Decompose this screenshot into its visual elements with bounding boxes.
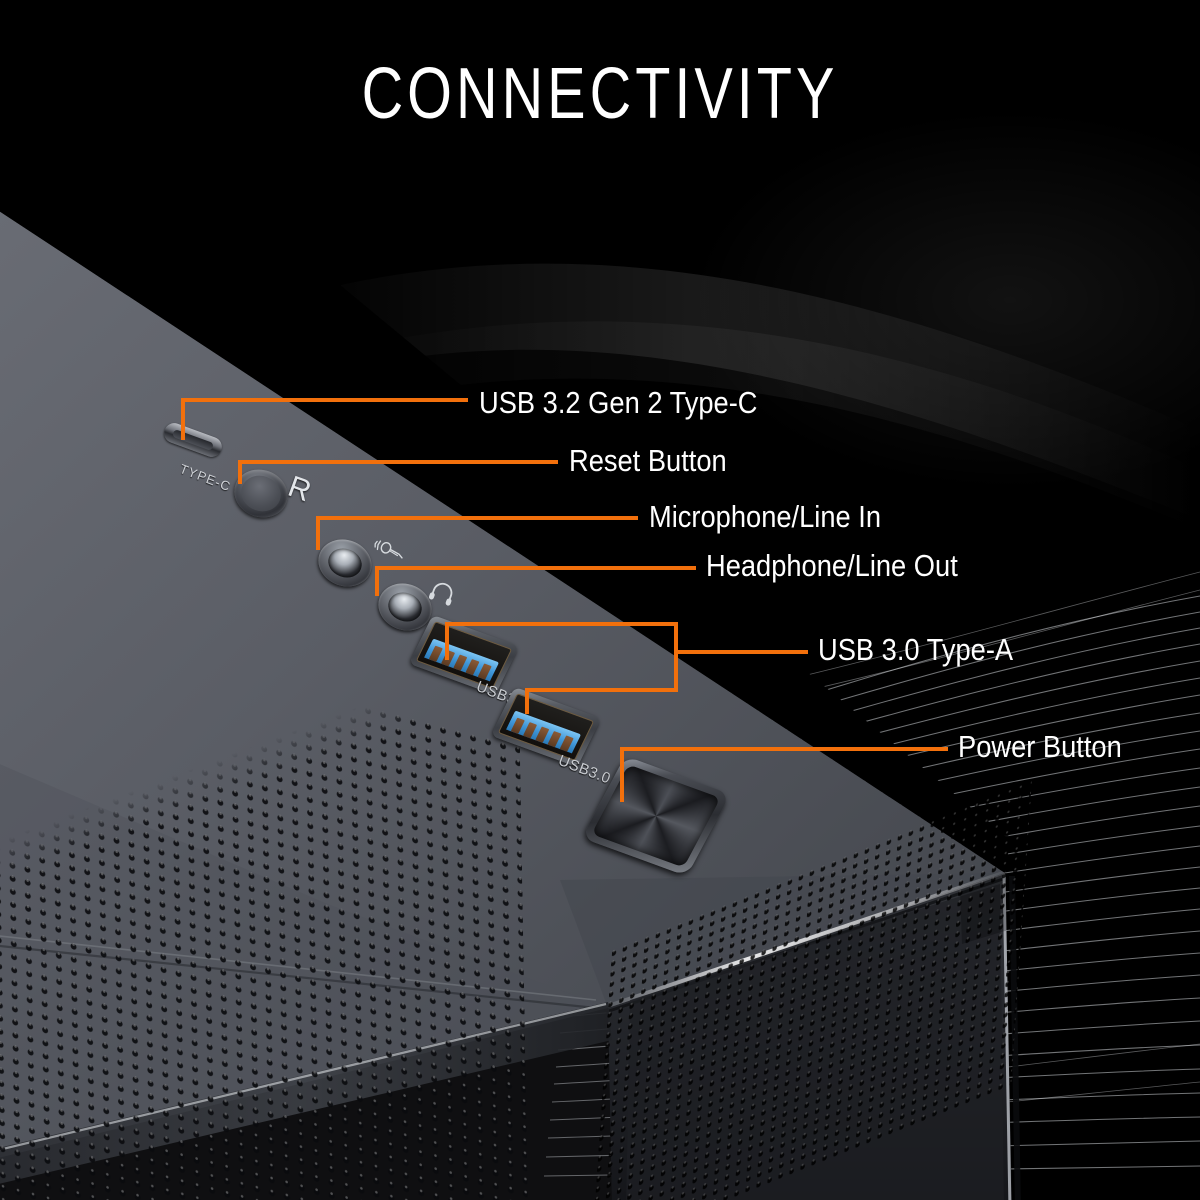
usb-pin [428, 645, 443, 662]
callout-label-usb-c: USB 3.2 Gen 2 Type-C [479, 385, 758, 420]
usb-pin [547, 730, 562, 748]
mic-jack-inner [324, 543, 366, 583]
usb-pin [522, 721, 538, 739]
usb-pin [440, 649, 456, 667]
usb-pin [559, 735, 575, 752]
usb-pin [510, 717, 525, 734]
callout-label-mic-line-in: Microphone/Line In [649, 499, 882, 534]
usb-pin [465, 658, 480, 676]
callout-label-usb-a: USB 3.0 Type-A [818, 632, 1014, 667]
hp-jack-inner [384, 587, 426, 627]
usb-pin [535, 726, 550, 743]
reset-cap [236, 470, 286, 517]
callout-label-power: Power Button [958, 729, 1122, 764]
page-title: CONNECTIVITY [361, 54, 839, 134]
usb-pin [453, 654, 468, 671]
callout-label-headphone: Headphone/Line Out [706, 548, 958, 583]
callout-label-reset: Reset Button [569, 443, 727, 478]
